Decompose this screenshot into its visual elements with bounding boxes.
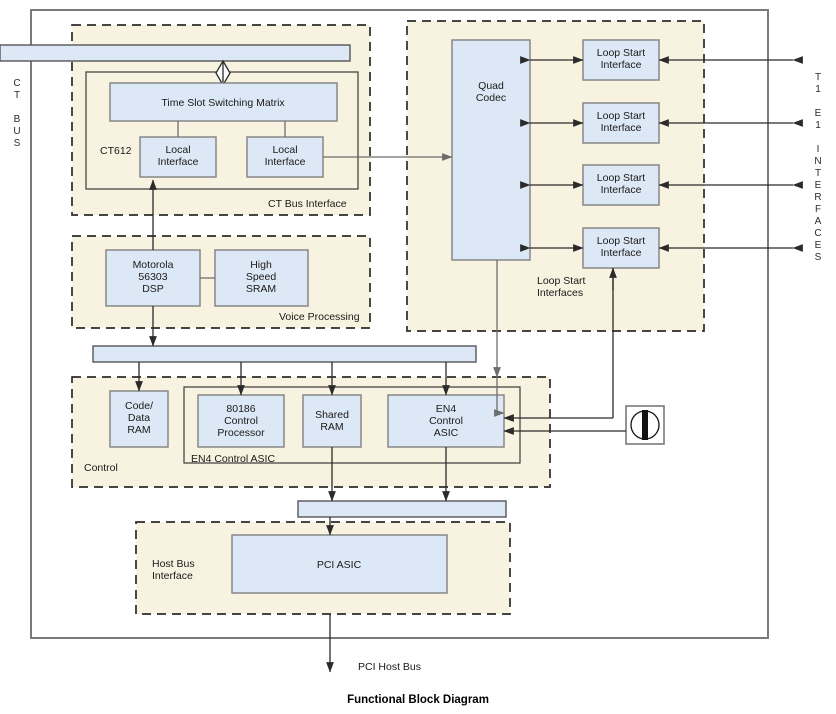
- block-label-loop-start-2-line2: Interface: [601, 122, 642, 134]
- ct-bus-char-0: C: [13, 78, 20, 89]
- group-en4-control-asic: [183, 386, 521, 464]
- block-label-code-data-ram-line2: Data: [128, 412, 150, 424]
- group-label-host-bus-interface-line1: Host Bus: [152, 558, 195, 570]
- block-label-loop-start-3-line1: Loop Start: [597, 172, 646, 184]
- block-label-en4-control-asic-line3: ASIC: [434, 427, 459, 439]
- block-label-local-interface-1-line2: Interface: [158, 156, 199, 168]
- t1e1-char-2: E: [815, 108, 822, 119]
- diagram-caption: Functional Block Diagram: [347, 694, 489, 706]
- group-label-ct-bus-interface: CT Bus Interface: [268, 198, 347, 210]
- block-label-code-data-ram-line1: Code/: [125, 400, 153, 412]
- block-label-control-processor-line3: Processor: [217, 427, 265, 439]
- block-loop-start-interface-2[interactable]: [582, 102, 660, 144]
- group-label-control: Control: [84, 462, 118, 474]
- block-label-motorola-dsp-line1: Motorola: [133, 259, 174, 271]
- wire-label-pci-host-bus: PCI Host Bus: [358, 661, 421, 673]
- block-label-shared-ram-line2: RAM: [320, 421, 343, 433]
- t1e1-char-9: F: [815, 204, 821, 215]
- block-label-loop-start-1-line1: Loop Start: [597, 47, 646, 59]
- block-label-pci-asic: PCI ASIC: [317, 559, 362, 571]
- block-label-loop-start-4-line1: Loop Start: [597, 235, 646, 247]
- block-en4-control-asic[interactable]: [387, 394, 505, 448]
- ct-bus-bar: [0, 44, 351, 62]
- t1e1-char-7: E: [815, 180, 822, 191]
- t1e1-char-12: E: [815, 240, 822, 251]
- group-label-loop-start-interfaces-line1: Loop Start: [537, 275, 586, 287]
- group-label-voice-processing: Voice Processing: [279, 311, 360, 323]
- group-label-loop-start-interfaces-line2: Interfaces: [537, 287, 583, 299]
- ct-bus-char-1: T: [14, 90, 20, 101]
- ct-bus-char-4: S: [14, 138, 21, 149]
- phone-jack-icon-bar: [642, 410, 648, 440]
- t1e1-char-11: C: [814, 228, 821, 239]
- t1e1-char-1: 1: [815, 84, 821, 95]
- block-label-quad-codec-line1: Quad: [478, 80, 504, 92]
- label-ct-bus: C T B U S: [13, 78, 20, 149]
- block-label-code-data-ram-line3: RAM: [127, 424, 150, 436]
- block-label-shared-ram-line1: Shared: [315, 409, 349, 421]
- block-label-loop-start-1-line2: Interface: [601, 59, 642, 71]
- host-bus-bar: [297, 500, 507, 518]
- t1e1-char-13: S: [815, 252, 822, 263]
- block-label-high-speed-sram-line2: Speed: [246, 271, 277, 283]
- block-label-quad-codec-line2: Codec: [476, 92, 506, 104]
- t1e1-char-3: 1: [815, 120, 821, 131]
- t1e1-char-10: A: [815, 216, 822, 227]
- block-label-high-speed-sram-line1: High: [250, 259, 272, 271]
- block-label-motorola-dsp-line3: DSP: [142, 283, 164, 295]
- t1e1-char-6: T: [815, 168, 821, 179]
- block-time-slot-switching-matrix[interactable]: [109, 82, 338, 122]
- block-label-en4-control-asic-line2: Control: [429, 415, 463, 427]
- group-label-ct612: CT612: [100, 145, 132, 157]
- block-loop-start-interface-4[interactable]: [582, 227, 660, 269]
- board-outline: [30, 9, 769, 639]
- block-label-time-slot-switching-matrix: Time Slot Switching Matrix: [161, 97, 285, 109]
- block-label-control-processor-line2: Control: [224, 415, 258, 427]
- ct-bus-char-3: U: [13, 126, 20, 137]
- t1e1-char-0: T: [815, 72, 821, 83]
- block-label-loop-start-3-line2: Interface: [601, 184, 642, 196]
- block-local-interface-2[interactable]: [246, 136, 324, 178]
- block-label-control-processor-line1: 80186: [226, 403, 255, 415]
- t1e1-char-4: I: [817, 144, 820, 155]
- ct-bus-char-2: B: [14, 114, 21, 125]
- group-label-en4-control-asic: EN4 Control ASIC: [191, 453, 275, 465]
- block-label-motorola-dsp-line2: 56303: [138, 271, 167, 283]
- t1e1-char-8: R: [814, 192, 821, 203]
- system-bus-bar: [92, 345, 477, 363]
- block-loop-start-interface-1[interactable]: [582, 39, 660, 81]
- t1e1-char-5: N: [814, 156, 821, 167]
- group-label-host-bus-interface-line2: Interface: [152, 570, 193, 582]
- block-label-loop-start-2-line1: Loop Start: [597, 110, 646, 122]
- block-label-high-speed-sram-line3: SRAM: [246, 283, 276, 295]
- block-label-local-interface-2-line1: Local: [272, 144, 297, 156]
- block-label-en4-control-asic-line1: EN4: [436, 403, 457, 415]
- block-label-loop-start-4-line2: Interface: [601, 247, 642, 259]
- block-label-local-interface-2-line2: Interface: [265, 156, 306, 168]
- block-motorola-dsp[interactable]: [105, 249, 201, 307]
- block-pci-asic[interactable]: [231, 534, 448, 594]
- block-code-data-ram[interactable]: [109, 390, 169, 448]
- block-high-speed-sram[interactable]: [214, 249, 309, 307]
- block-control-processor[interactable]: [197, 394, 285, 448]
- label-t1-e1-interfaces: T 1 E 1 I N T E R F A C E S: [814, 72, 821, 263]
- block-quad-codec[interactable]: [451, 39, 531, 261]
- block-label-local-interface-1-line1: Local: [165, 144, 190, 156]
